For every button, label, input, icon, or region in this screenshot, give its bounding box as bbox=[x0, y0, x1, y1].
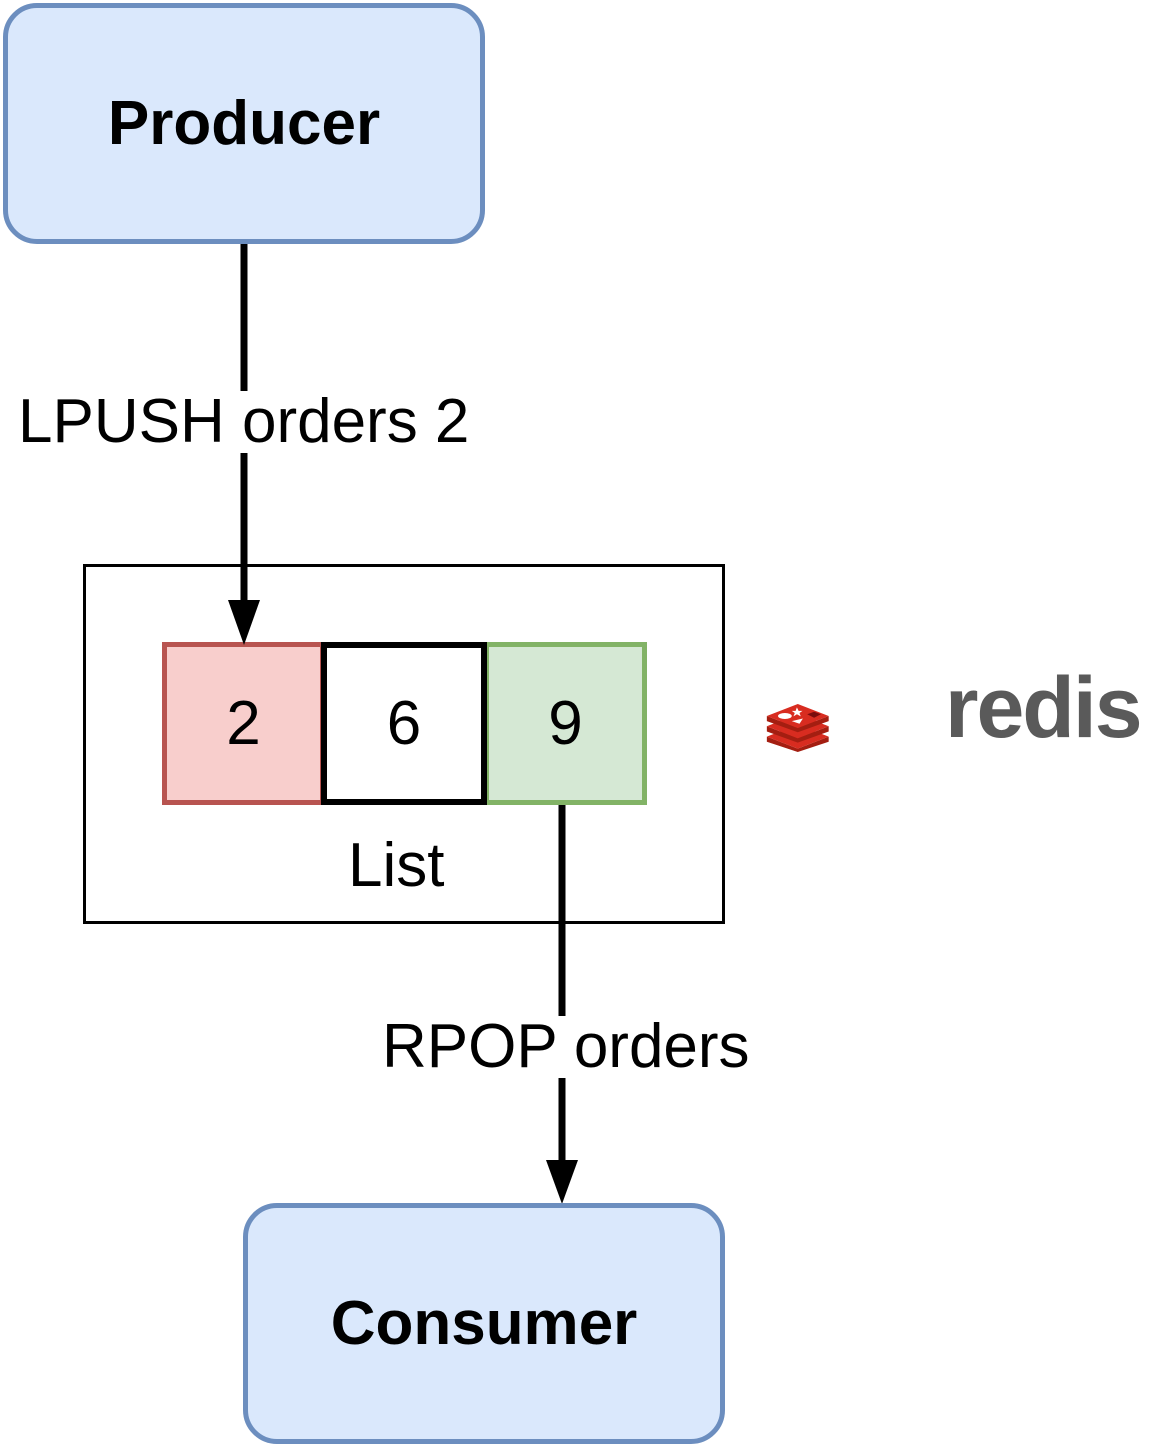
consumer-node: Consumer bbox=[243, 1203, 725, 1444]
push-edge-label: LPUSH orders 2 bbox=[18, 387, 470, 456]
list-label: List bbox=[348, 831, 445, 900]
redis-logo bbox=[766, 703, 829, 753]
consumer-label: Consumer bbox=[330, 1289, 638, 1358]
producer-node: Producer bbox=[3, 3, 485, 244]
list-item-tail: 9 bbox=[484, 642, 647, 805]
producer-label: Producer bbox=[107, 89, 381, 158]
redis-cube-icon bbox=[766, 703, 829, 753]
list-item-head: 2 bbox=[162, 642, 325, 805]
pop-arrowhead bbox=[546, 1160, 578, 1204]
redis-wordmark: redis bbox=[945, 660, 1143, 756]
list-item-middle: 6 bbox=[321, 642, 487, 805]
pop-edge-label: RPOP orders bbox=[382, 1012, 750, 1081]
